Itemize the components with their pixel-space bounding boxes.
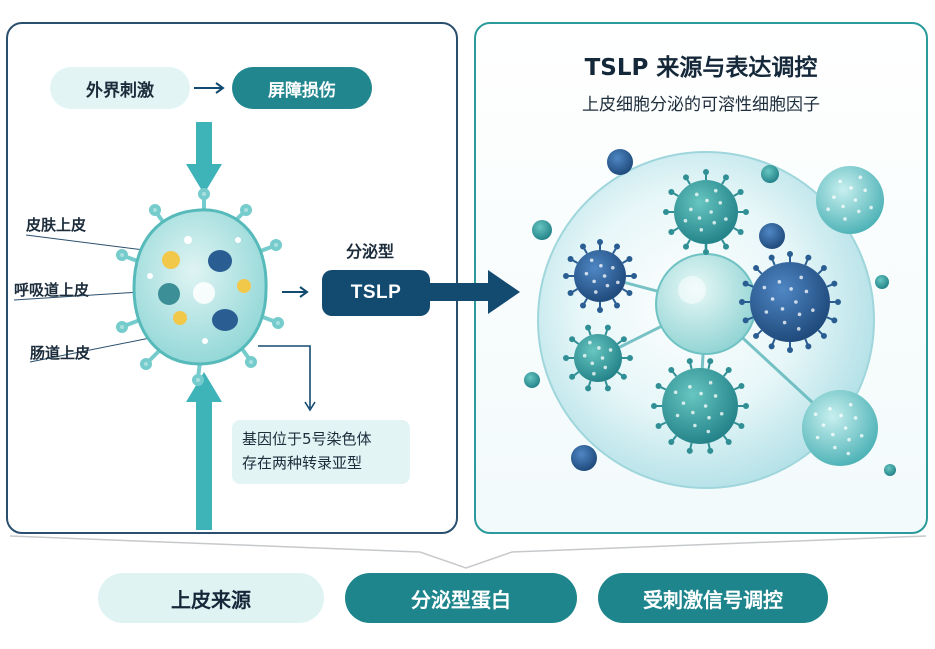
virus-particle — [524, 372, 540, 388]
virus-particle — [651, 358, 749, 454]
tissue-leader-lines — [13, 234, 151, 363]
virus-particle — [563, 324, 633, 392]
panel-title: TSLP 来源与表达调控 — [584, 55, 818, 81]
virus-particle — [563, 239, 637, 313]
barrier-down-arrow — [186, 122, 222, 194]
virus-particle — [571, 445, 597, 471]
virus-particles — [524, 149, 896, 476]
bottom-up-arrow — [186, 372, 222, 530]
stimulus-regulated-tag: 受刺激信号调控 — [598, 573, 828, 623]
virus-particle — [532, 220, 552, 240]
virus-particle — [802, 390, 878, 466]
virus-particle — [607, 149, 633, 175]
panel-subtitle: 上皮细胞分泌的可溶性细胞因子 — [582, 95, 820, 115]
gut-epithelium-label: 肠道上皮 — [30, 344, 91, 362]
skin-epithelium-label: 皮肤上皮 — [26, 216, 87, 234]
tslp-badge: TSLP — [322, 270, 430, 316]
tslp-to-panel-arrow — [420, 270, 520, 314]
cell-to-tslp-arrow — [282, 286, 309, 298]
virus-particle — [875, 275, 889, 289]
virus-particle — [816, 166, 884, 234]
cell-to-gene-arrow — [258, 345, 316, 412]
epithelial-source-tag: 上皮来源 — [98, 573, 324, 623]
virus-particle — [663, 169, 749, 255]
external-stimulus-label: 外界刺激 — [50, 67, 190, 109]
secreted-protein-tag: 分泌型蛋白 — [345, 573, 577, 623]
stimulus-to-barrier-arrow — [194, 82, 225, 94]
virus-particle — [884, 464, 896, 476]
virus-particle — [739, 251, 841, 353]
virus-particle — [761, 165, 779, 183]
airway-epithelium-label: 呼吸道上皮 — [14, 281, 90, 299]
panel-bracket — [9, 535, 927, 569]
cytokine-sphere — [537, 151, 875, 489]
gene-note-line-2: 存在两种转录亚型 — [242, 454, 363, 472]
barrier-damage-label: 屏障损伤 — [232, 67, 372, 109]
secretory-type-label: 分泌型 — [346, 242, 395, 261]
epithelial-cell — [116, 188, 284, 386]
gene-note: 基因位于5号染色体 存在两种转录亚型 — [232, 420, 410, 484]
gene-note-line-1: 基因位于5号染色体 — [242, 430, 372, 448]
virus-particle — [759, 223, 785, 249]
